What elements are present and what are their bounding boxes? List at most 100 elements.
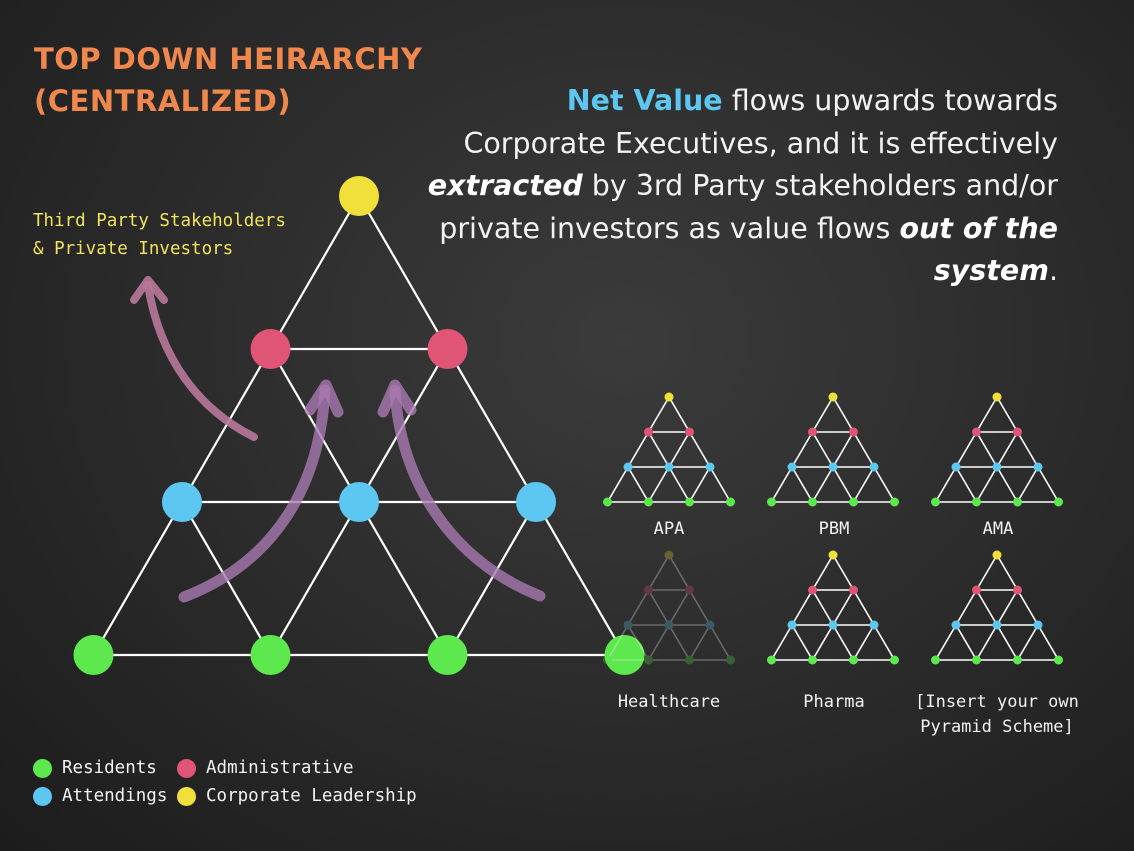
page-title-line1: TOP DOWN HEIRARCHY bbox=[34, 42, 423, 76]
legend-label-corporate-leadership: Corporate Leadership bbox=[206, 786, 417, 806]
pyramid-label-ama: AMA bbox=[982, 519, 1014, 539]
mini-pyramid-1-node-level-1 bbox=[849, 427, 858, 437]
main-pyramid-node-level-2 bbox=[162, 482, 202, 522]
mini-pyramid-3-node-level-0 bbox=[664, 550, 674, 560]
mini-pyramid-1 bbox=[767, 392, 899, 507]
main-pyramid-edge bbox=[446, 348, 537, 503]
mini-pyramid-3-edge bbox=[647, 589, 670, 626]
mini-pyramid-1-edge bbox=[832, 466, 855, 503]
mini-pyramid-0-edge bbox=[668, 396, 691, 433]
mini-pyramid-3-edge bbox=[668, 624, 691, 661]
pyramid-label-pbm: PBM bbox=[818, 519, 850, 539]
mini-pyramid-3 bbox=[603, 550, 735, 665]
mini-pyramid-3-edge bbox=[647, 554, 670, 591]
mini-pyramid-4-node-level-3 bbox=[808, 655, 817, 665]
mini-pyramid-1-edge bbox=[811, 396, 834, 433]
mini-pyramid-0-edge bbox=[627, 431, 650, 468]
mini-pyramid-4-edge bbox=[791, 589, 814, 626]
mini-pyramid-5-edge bbox=[934, 624, 957, 661]
mini-pyramid-1-edge bbox=[852, 431, 875, 468]
main-pyramid-edge bbox=[269, 195, 360, 350]
pyramid-label-pharma: Pharma bbox=[803, 692, 865, 712]
mini-pyramid-3-edge bbox=[627, 589, 650, 626]
mini-pyramid-3-edge bbox=[688, 624, 711, 661]
mini-pyramid-1-edge bbox=[791, 466, 814, 503]
arrow-flow-right bbox=[389, 384, 546, 602]
legend-item-administrative: Administrative bbox=[177, 758, 354, 778]
description-emphasis-out-of-system: out of the system bbox=[899, 211, 1058, 288]
mini-pyramid-2-edge bbox=[975, 431, 998, 468]
legend-label-residents: Residents bbox=[62, 758, 157, 778]
mini-pyramid-2-node-level-2 bbox=[1033, 462, 1043, 472]
mini-pyramid-0-node-level-3 bbox=[644, 497, 653, 507]
page-title-line2: (CENTRALIZED) bbox=[34, 84, 292, 118]
mini-pyramid-2-edge bbox=[996, 466, 1019, 503]
mini-pyramid-3-node-level-3 bbox=[685, 655, 694, 665]
main-pyramid-edge bbox=[269, 501, 360, 656]
mini-pyramid-3-edge bbox=[688, 589, 711, 626]
legend-item-residents: Residents bbox=[33, 758, 157, 778]
mini-pyramid-4-edge bbox=[811, 624, 834, 661]
mini-pyramid-5-node-level-3 bbox=[931, 655, 940, 665]
mini-pyramid-3-node-level-2 bbox=[705, 620, 715, 630]
page-title: TOP DOWN HEIRARCHY (CENTRALIZED) bbox=[34, 38, 422, 122]
mini-pyramid-3-node-level-1 bbox=[644, 585, 653, 595]
mini-pyramid-5-edge bbox=[975, 554, 998, 591]
mini-pyramid-2-edge bbox=[955, 431, 978, 468]
mini-pyramid-5-edge bbox=[996, 554, 1019, 591]
mini-pyramid-3-edge bbox=[668, 589, 691, 626]
main-pyramid-node-level-1 bbox=[250, 329, 291, 369]
mini-pyramid-1-node-level-2 bbox=[828, 462, 838, 472]
pyramid-label-custom-line1: [Insert your own bbox=[915, 692, 1079, 712]
mini-pyramid-2-node-level-3 bbox=[1054, 497, 1063, 507]
mini-pyramid-5-node-level-2 bbox=[992, 620, 1002, 630]
mini-pyramid-2-node-level-0 bbox=[992, 392, 1002, 402]
mini-pyramid-5-edge bbox=[1037, 624, 1060, 661]
mini-pyramid-5-edge bbox=[975, 589, 998, 626]
mini-pyramid-2-edge bbox=[1016, 466, 1039, 503]
mini-pyramid-4 bbox=[767, 550, 899, 665]
mini-pyramid-1-edge bbox=[852, 466, 875, 503]
mini-pyramid-1-edge bbox=[770, 466, 793, 503]
mini-pyramid-4-node-level-2 bbox=[869, 620, 879, 630]
mini-pyramid-3-edge bbox=[647, 624, 670, 661]
pyramid-label-healthcare: Healthcare bbox=[617, 692, 721, 712]
mini-pyramid-4-node-level-1 bbox=[808, 585, 817, 595]
mini-pyramid-2-edge bbox=[996, 396, 1019, 433]
mini-pyramid-5-node-level-3 bbox=[972, 655, 981, 665]
mini-pyramid-4-node-level-2 bbox=[787, 620, 797, 630]
mini-pyramid-0-node-level-1 bbox=[685, 427, 694, 437]
mini-pyramid-2-node-level-1 bbox=[972, 427, 981, 437]
main-pyramid-node-level-0 bbox=[339, 176, 379, 216]
mini-pyramid-3-edge bbox=[606, 624, 629, 661]
mini-pyramid-4-edge bbox=[832, 624, 855, 661]
mini-pyramid-0-edge bbox=[647, 466, 670, 503]
mini-pyramid-4-node-level-1 bbox=[849, 585, 858, 595]
main-pyramid-node-level-2 bbox=[339, 482, 379, 522]
mini-pyramid-5-edge bbox=[955, 624, 978, 661]
mini-pyramid-0-node-level-3 bbox=[726, 497, 735, 507]
mini-pyramid-2-node-level-3 bbox=[931, 497, 940, 507]
mini-pyramid-4-node-level-2 bbox=[828, 620, 838, 630]
mini-pyramid-0-edge bbox=[709, 466, 732, 503]
mini-pyramid-5-node-level-0 bbox=[992, 550, 1002, 560]
mini-pyramid-1-node-level-3 bbox=[767, 497, 776, 507]
legend-label-administrative: Administrative bbox=[206, 758, 354, 778]
description-highlight: Net Value bbox=[566, 84, 723, 117]
mini-pyramid-3-edge bbox=[627, 624, 650, 661]
mini-pyramid-0-node-level-0 bbox=[664, 392, 674, 402]
mini-pyramid-5-node-level-2 bbox=[1033, 620, 1043, 630]
mini-pyramid-1-node-level-2 bbox=[787, 462, 797, 472]
mini-pyramid-3-edge bbox=[709, 624, 732, 661]
description-part2: by 3rd Party stakeholders and/or private… bbox=[439, 169, 1058, 245]
arrow-flow-left bbox=[178, 384, 331, 603]
mini-pyramid-4-edge bbox=[852, 589, 875, 626]
main-pyramid-node-level-3 bbox=[604, 635, 645, 675]
main-pyramid-edge bbox=[358, 195, 449, 350]
mini-pyramid-4-edge bbox=[770, 624, 793, 661]
mini-pyramid-5 bbox=[931, 550, 1063, 665]
mini-pyramid-5-edge bbox=[975, 624, 998, 661]
mini-pyramid-2 bbox=[931, 392, 1063, 507]
main-pyramid-node-level-3 bbox=[427, 635, 468, 675]
